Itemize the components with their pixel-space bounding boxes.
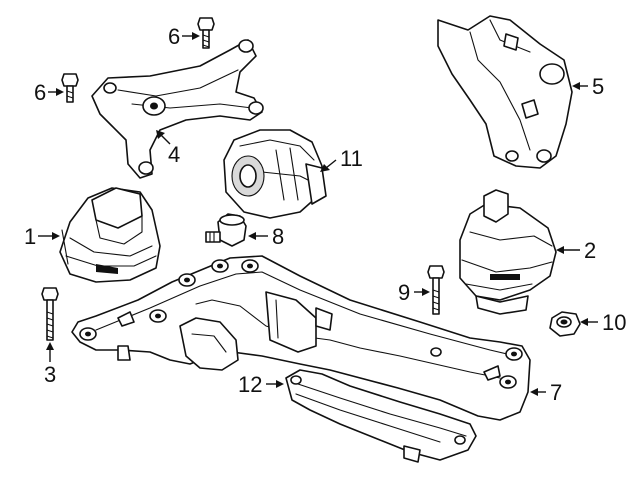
part-8-stud-mount[interactable]	[205, 213, 247, 247]
callout-11: 11	[320, 146, 363, 172]
part-12-bracket[interactable]	[285, 369, 477, 463]
callout-label: 6	[34, 80, 46, 105]
callout-label: 2	[584, 238, 596, 263]
callout-6-lower: 6	[34, 80, 64, 105]
part-10-nut[interactable]	[549, 311, 581, 337]
callout-9: 9	[398, 280, 430, 305]
callout-label: 3	[44, 362, 56, 387]
callout-1: 1	[24, 224, 60, 249]
part-4-bracket-arm[interactable]	[91, 39, 264, 179]
callout-3: 3	[44, 342, 56, 387]
callout-label: 7	[550, 380, 562, 405]
callout-label: 9	[398, 280, 410, 305]
callout-7: 7	[530, 380, 562, 405]
callout-label: 6	[168, 24, 180, 49]
callout-12: 12	[238, 372, 284, 397]
part-7-crossmember[interactable]	[71, 255, 531, 421]
part-6-bolt-upper[interactable]	[197, 17, 215, 49]
part-2-transmission-mount[interactable]	[459, 189, 557, 315]
callout-8: 8	[248, 224, 284, 249]
callout-6-upper: 6	[168, 24, 200, 49]
part-9-bolt[interactable]	[427, 265, 445, 315]
callout-label: 1	[24, 224, 36, 249]
callout-10: 10	[580, 310, 626, 335]
part-1-engine-mount[interactable]	[59, 187, 161, 283]
callout-5: 5	[572, 74, 604, 99]
callout-label: 4	[168, 142, 180, 167]
callout-label: 8	[272, 224, 284, 249]
callout-2: 2	[556, 238, 596, 263]
callout-label: 12	[238, 372, 262, 397]
part-3-bolt[interactable]	[41, 287, 59, 341]
callout-4: 4	[156, 130, 180, 167]
callout-label: 11	[340, 146, 363, 171]
part-11-rubber-mount[interactable]	[223, 129, 327, 219]
part-6-bolt-lower[interactable]	[61, 73, 79, 103]
callout-label: 5	[592, 74, 604, 99]
part-5-support-bracket[interactable]	[437, 15, 573, 169]
callout-label: 10	[602, 310, 626, 335]
